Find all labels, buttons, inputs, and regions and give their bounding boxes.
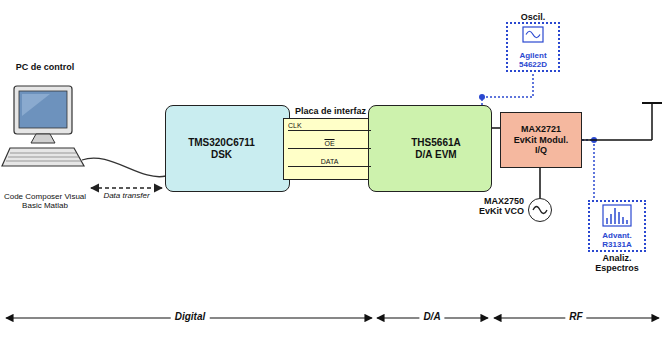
edge-label: Data transfer	[101, 191, 151, 200]
vco-source: MAX2750 EvKit VCO	[528, 198, 552, 222]
antenna-mast	[651, 103, 653, 140]
probe-wire	[582, 140, 594, 200]
sine-symbol	[533, 207, 547, 214]
junction-dot	[479, 94, 485, 100]
data-link	[91, 187, 162, 188]
signal-wire	[492, 127, 500, 129]
antenna-bar	[642, 102, 662, 104]
oscilloscope-icon	[523, 27, 543, 42]
rf-wire	[580, 139, 652, 141]
dac-board: THS5661A D/A EVM	[368, 105, 492, 192]
signal-name: OE	[288, 140, 371, 149]
software-list: Code Composer Visual Basic Matlab	[2, 192, 88, 210]
instrument-model: Advant. R3131A	[590, 231, 644, 249]
domain-label: D/A	[419, 311, 444, 323]
spectrum-icon	[603, 205, 631, 226]
analyzer-box: Advant. R3131AAnaliz. Espectros	[588, 200, 646, 252]
vco-name: MAX2750 EvKit VCO	[472, 196, 524, 217]
instrument-model: Agilent 54622D	[508, 51, 558, 69]
domain-label: RF	[565, 311, 586, 323]
computer-node: PC de controlCode Composer Visual Basic …	[2, 62, 88, 210]
signal-name: CLK	[288, 122, 371, 131]
board-name: TMS320C6711 DSK	[182, 137, 262, 160]
instrument-title: Analiz. Espectros	[582, 253, 652, 274]
interface-board: Placa de interfazCLKOEDATA	[283, 118, 376, 180]
board-name: MAX2721 EvKit Modul. I/Q	[513, 124, 569, 155]
probe-wire	[482, 72, 533, 105]
instrument-title: Oscil.	[508, 12, 558, 22]
computer-title: PC de control	[2, 62, 88, 72]
oscilloscope-box: Oscil.Agilent 54622D	[506, 22, 560, 72]
dsp-board: TMS320C6711 DSK	[165, 105, 290, 192]
lo-wire	[539, 168, 541, 198]
board-name: THS5661A D/A EVM	[405, 137, 467, 160]
computer-icon	[2, 86, 84, 166]
board-title: Placa de interfaz	[274, 106, 387, 116]
signal-name: DATA	[288, 158, 371, 167]
serial-cable	[82, 158, 166, 177]
modulator-board: MAX2721 EvKit Modul. I/Q	[500, 112, 582, 168]
domain-label: Digital	[171, 311, 210, 323]
